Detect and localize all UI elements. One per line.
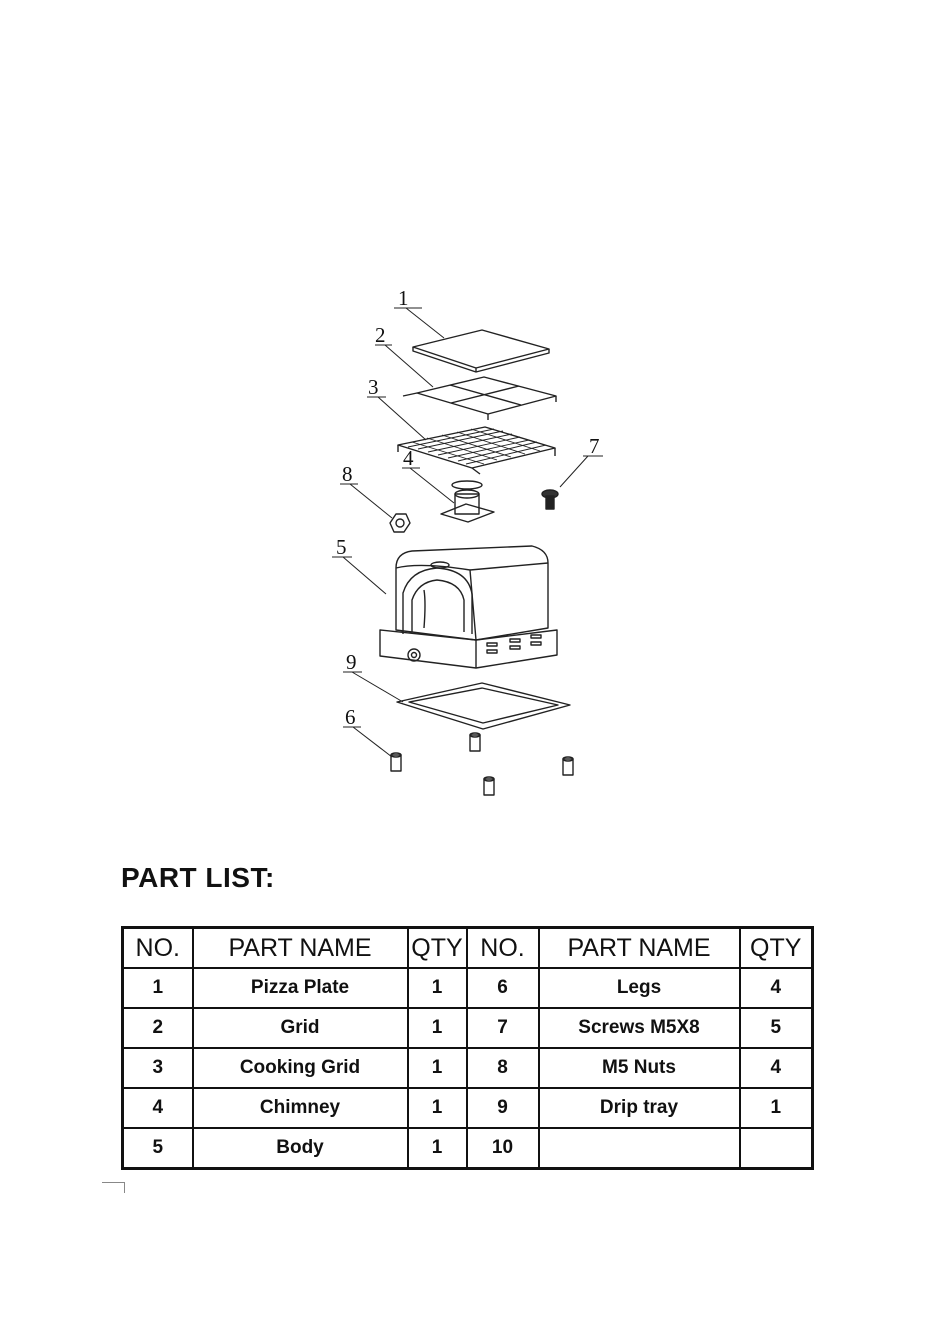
cell-no: 6 bbox=[467, 968, 539, 1008]
screw-drawing bbox=[542, 490, 558, 509]
callout-5: 5 bbox=[336, 535, 347, 559]
cell-part-name: Drip tray bbox=[539, 1088, 740, 1128]
table-row: 5 Body 1 10 bbox=[123, 1128, 813, 1169]
cell-qty: 1 bbox=[408, 1088, 467, 1128]
cell-qty: 1 bbox=[740, 1088, 813, 1128]
cell-part-name: Body bbox=[193, 1128, 408, 1169]
callout-1: 1 bbox=[398, 286, 409, 310]
cell-qty: 1 bbox=[408, 1008, 467, 1048]
grid-drawing bbox=[403, 377, 556, 420]
header-no: NO. bbox=[467, 928, 539, 969]
chimney-drawing bbox=[441, 481, 494, 522]
cooking-grid-drawing bbox=[398, 427, 555, 474]
cell-part-name bbox=[539, 1128, 740, 1169]
callout-4: 4 bbox=[403, 446, 414, 470]
cell-part-name: M5 Nuts bbox=[539, 1048, 740, 1088]
cell-no: 5 bbox=[123, 1128, 193, 1169]
table-header-row: NO. PART NAME QTY NO. PART NAME QTY bbox=[123, 928, 813, 969]
callout-2: 2 bbox=[375, 323, 386, 347]
callout-3: 3 bbox=[368, 375, 379, 399]
cell-qty: 4 bbox=[740, 968, 813, 1008]
body-drawing bbox=[380, 546, 557, 668]
cell-no: 9 bbox=[467, 1088, 539, 1128]
cell-qty: 1 bbox=[408, 968, 467, 1008]
cell-no: 2 bbox=[123, 1008, 193, 1048]
cell-no: 4 bbox=[123, 1088, 193, 1128]
pizza-plate-drawing bbox=[413, 330, 549, 372]
callout-7: 7 bbox=[589, 434, 600, 458]
part-list-table: NO. PART NAME QTY NO. PART NAME QTY 1 Pi… bbox=[121, 926, 814, 1170]
cell-part-name: Pizza Plate bbox=[193, 968, 408, 1008]
cell-part-name: Chimney bbox=[193, 1088, 408, 1128]
part-list-heading: PART LIST: bbox=[121, 862, 275, 894]
header-qty: QTY bbox=[408, 928, 467, 969]
page-corner-mark bbox=[102, 1182, 125, 1193]
header-qty: QTY bbox=[740, 928, 813, 969]
cell-no: 3 bbox=[123, 1048, 193, 1088]
cell-part-name: Screws M5X8 bbox=[539, 1008, 740, 1048]
exploded-view-diagram: 1 2 3 4 5 6 7 8 9 bbox=[0, 0, 933, 820]
table-row: 2 Grid 1 7 Screws M5X8 5 bbox=[123, 1008, 813, 1048]
cell-no: 10 bbox=[467, 1128, 539, 1169]
table-row: 1 Pizza Plate 1 6 Legs 4 bbox=[123, 968, 813, 1008]
cell-qty: 1 bbox=[408, 1048, 467, 1088]
cell-part-name: Grid bbox=[193, 1008, 408, 1048]
cell-qty: 5 bbox=[740, 1008, 813, 1048]
header-part-name: PART NAME bbox=[539, 928, 740, 969]
cell-part-name: Legs bbox=[539, 968, 740, 1008]
legs-drawing bbox=[391, 733, 573, 795]
header-no: NO. bbox=[123, 928, 193, 969]
table-row: 4 Chimney 1 9 Drip tray 1 bbox=[123, 1088, 813, 1128]
cell-no: 1 bbox=[123, 968, 193, 1008]
drip-tray-drawing bbox=[397, 683, 570, 729]
header-part-name: PART NAME bbox=[193, 928, 408, 969]
cell-no: 8 bbox=[467, 1048, 539, 1088]
callout-9: 9 bbox=[346, 650, 357, 674]
callout-6: 6 bbox=[345, 705, 356, 729]
cell-part-name: Cooking Grid bbox=[193, 1048, 408, 1088]
nut-drawing bbox=[390, 514, 410, 532]
cell-qty: 4 bbox=[740, 1048, 813, 1088]
cell-no: 7 bbox=[467, 1008, 539, 1048]
callout-8: 8 bbox=[342, 462, 353, 486]
cell-qty: 1 bbox=[408, 1128, 467, 1169]
table-row: 3 Cooking Grid 1 8 M5 Nuts 4 bbox=[123, 1048, 813, 1088]
cell-qty bbox=[740, 1128, 813, 1169]
